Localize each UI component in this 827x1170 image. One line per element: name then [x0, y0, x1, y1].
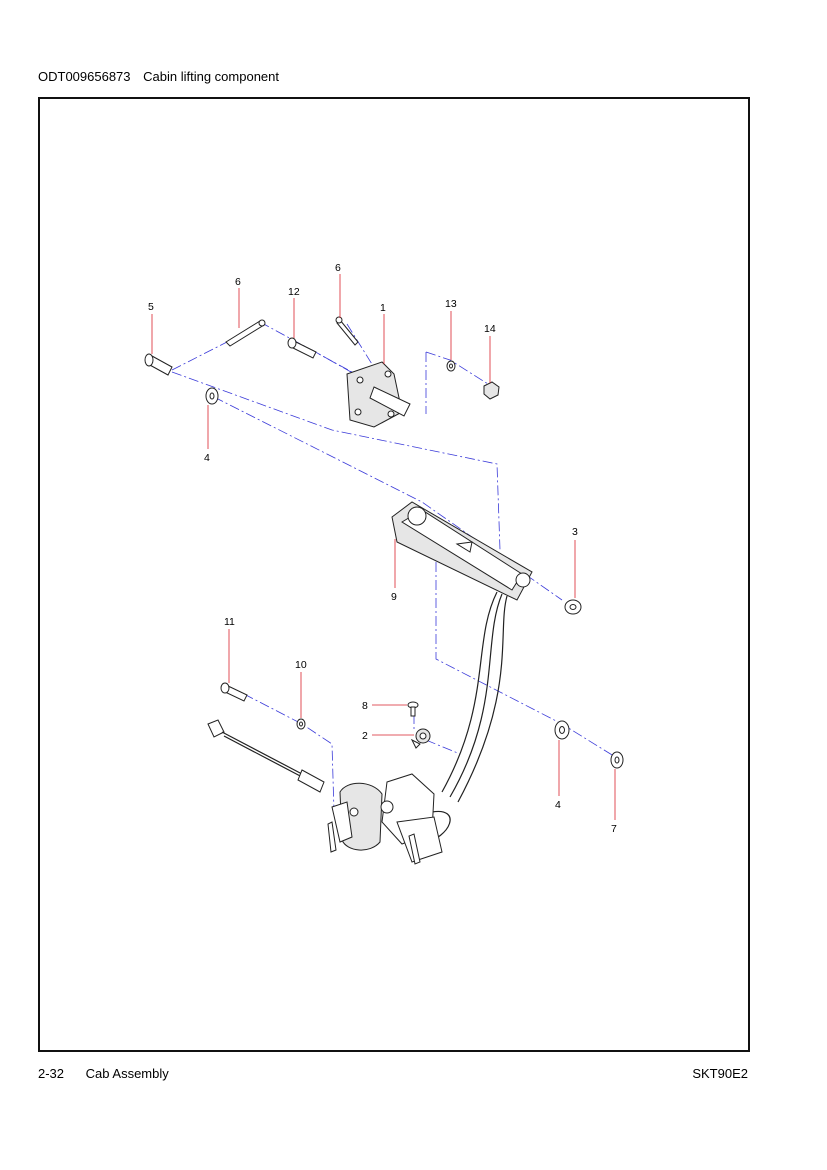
- callout-10: 10: [295, 659, 307, 671]
- document-code: ODT009656873: [38, 69, 131, 84]
- callout-5: 5: [148, 301, 154, 313]
- callout-3: 3: [572, 526, 578, 538]
- part-nut-14: [483, 381, 500, 400]
- callout-4a: 4: [204, 452, 210, 464]
- callout-11: 11: [224, 616, 235, 628]
- callout-8: 8: [362, 700, 368, 712]
- part-bolt-12: [287, 337, 317, 359]
- callout-9: 9: [391, 591, 397, 603]
- callout-13: 13: [445, 298, 457, 310]
- exploded-parts-diagram: 6 6 12 5 1 13 14 4 3 9 11 10 8 2 4 7: [144, 262, 624, 865]
- part-bracket-1: [346, 361, 411, 428]
- diagram-frame: 6 6 12 5 1 13 14 4 3 9 11 10 8 2 4 7: [38, 97, 750, 1052]
- section-name: Cab Assembly: [85, 1066, 169, 1081]
- callout-6b: 6: [335, 262, 341, 274]
- part-washer-10: [296, 718, 306, 730]
- callout-4b: 4: [555, 799, 561, 811]
- hydraulic-pump-unit: [327, 773, 443, 865]
- callout-2: 2: [362, 730, 368, 742]
- electric-cable: [207, 719, 325, 793]
- callouts: 6 6 12 5 1 13 14 4 3 9 11 10 8 2 4 7: [148, 262, 617, 835]
- page-header: ODT009656873 Cabin lifting component: [38, 69, 279, 84]
- part-screw-8: [407, 701, 419, 717]
- page-number: 2-32: [38, 1066, 65, 1081]
- model-code: SKT90E2: [692, 1066, 748, 1081]
- part-washer-7: [610, 751, 624, 769]
- part-pin-5: [144, 353, 173, 376]
- hydraulic-hoses: [421, 591, 508, 845]
- part-washer-4a: [205, 387, 219, 405]
- part-washer-4b: [554, 720, 570, 740]
- part-clamp-2: [410, 728, 431, 749]
- callout-6a: 6: [235, 276, 241, 288]
- callout-7: 7: [611, 823, 617, 835]
- part-washer-3: [564, 599, 582, 615]
- part-bolt-11: [220, 682, 248, 702]
- page-footer-left: 2-32 Cab Assembly: [38, 1066, 169, 1081]
- callout-14: 14: [484, 323, 496, 335]
- page-title: Cabin lifting component: [143, 69, 279, 84]
- callout-1: 1: [380, 302, 386, 314]
- part-cylinder-9: [391, 501, 533, 601]
- part-washer-13: [446, 360, 456, 372]
- leader-lines: [151, 274, 616, 820]
- part-cotter-pin-6a: [225, 319, 266, 347]
- part-cotter-pin-6b: [335, 316, 359, 346]
- callout-12: 12: [288, 286, 300, 298]
